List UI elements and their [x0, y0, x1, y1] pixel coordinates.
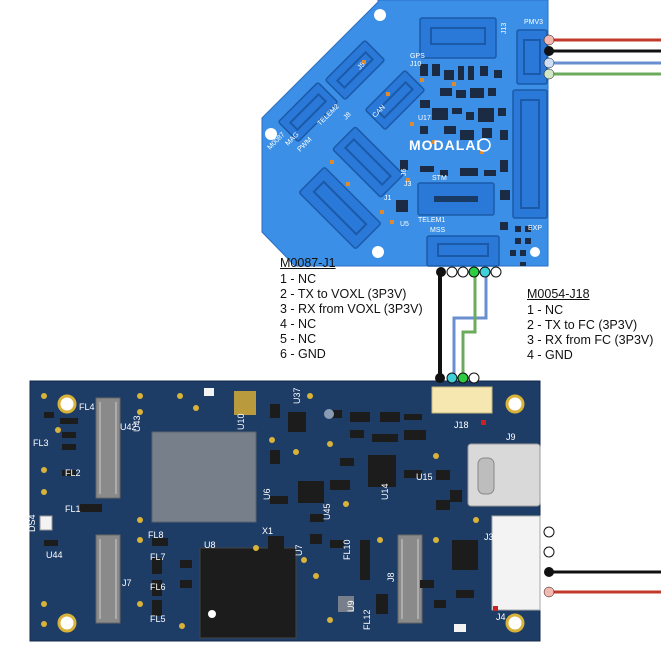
label-u8: U8: [204, 540, 216, 550]
j18-pin-row: [435, 372, 480, 384]
j1-pin-row: [436, 266, 502, 278]
pinout-line: 1 - NC: [527, 303, 564, 317]
label-u8-conn: J8: [386, 572, 396, 582]
pinout-m0087-j1: M0087-J1 1 - NC 2 - TX to VOXL (3P3V) 3 …: [280, 256, 423, 362]
brand-mark: [477, 138, 491, 152]
pinout-line: 6 - GND: [280, 347, 326, 361]
flight-controller-board: GPS J10 PMV3 EXP STM TELEM1 MSS U5 U17 J…: [261, 0, 555, 278]
connector-j4: [491, 515, 541, 611]
label-mss: MSS: [430, 227, 446, 234]
label-fl10: FL10: [342, 539, 352, 560]
label-u45: U45: [322, 503, 332, 520]
label-u7: U7: [294, 544, 304, 556]
label-fl5: FL5: [150, 614, 166, 624]
label-j7: J7: [122, 578, 132, 588]
label-fl7: FL7: [150, 552, 166, 562]
label-gps: GPS: [410, 53, 425, 60]
label-u43: U43: [132, 415, 142, 432]
label-fl4: FL4: [79, 402, 95, 412]
chip-u14: [368, 455, 396, 487]
label-u9: U9: [346, 600, 356, 612]
label-j1: J1: [384, 195, 392, 202]
label-j18: J18: [454, 420, 469, 430]
mount-hole: [505, 613, 525, 633]
pinout-m0054-j18: M0054-J18 1 - NC 2 - TX to FC (3P3V) 3 -…: [527, 287, 653, 363]
label-ds4: DS4: [27, 514, 37, 532]
pinout-line: 1 - NC: [280, 272, 317, 286]
mount-hole: [374, 9, 386, 21]
label-fl6: FL6: [150, 582, 166, 592]
chip-u42-soc: [151, 431, 257, 523]
label-fl1: FL1: [65, 504, 81, 514]
label-j4: J4: [496, 612, 506, 622]
mount-hole: [530, 247, 540, 257]
label-j3: J3: [484, 532, 494, 542]
label-u14: U14: [380, 483, 390, 500]
label-u44: U44: [46, 550, 63, 560]
label-u15: U15: [416, 472, 433, 482]
chip-u5: [396, 200, 408, 212]
chip-x1: [268, 536, 284, 552]
mount-hole: [57, 613, 77, 633]
wires: [438, 38, 661, 594]
chip-u9: [338, 596, 354, 612]
connector-m0087-j1: [299, 167, 381, 249]
wire-blue-harness: [452, 272, 488, 378]
label-pmv3: PMV3: [524, 19, 543, 26]
pinout-header: M0087-J1: [280, 256, 336, 270]
label-fl2: FL2: [65, 468, 81, 478]
label-u6: U6: [262, 488, 272, 500]
connector-pmv3: [516, 29, 548, 85]
mount-hole: [505, 394, 525, 414]
j4-pin-column: [543, 526, 555, 598]
label-u17: U17: [418, 115, 431, 122]
label-u37: U37: [292, 387, 302, 404]
label-j9: J9: [506, 432, 516, 442]
mount-hole: [372, 246, 384, 258]
chip-u37: [288, 412, 306, 432]
pmv3-pin-column: [543, 34, 555, 80]
label-fl12: FL12: [362, 609, 372, 630]
pinout-line: 4 - GND: [527, 348, 573, 362]
connector-pwm: [332, 126, 404, 198]
label-x1: X1: [262, 526, 273, 536]
pinout-line: 2 - TX to VOXL (3P3V): [280, 287, 407, 301]
mount-hole: [57, 394, 77, 414]
label-u42: U42: [120, 422, 137, 432]
chip-u3: [452, 540, 478, 570]
label-j5: J5: [356, 61, 366, 71]
wire-green-harness: [461, 272, 477, 378]
label-exp: EXP: [528, 225, 542, 232]
pinout-line: 2 - TX to FC (3P3V): [527, 318, 638, 332]
mount-hole: [265, 128, 277, 140]
pinout-line: 5 - NC: [280, 332, 317, 346]
chip-u6: [298, 481, 324, 503]
label-u5: U5: [400, 221, 409, 228]
label-fl3: FL3: [33, 438, 49, 448]
label-fl8: FL8: [148, 530, 164, 540]
connector-exp: [512, 89, 548, 219]
label-u10: U10: [236, 413, 246, 430]
label-telem1: TELEM1: [418, 217, 445, 224]
led-ds4: [39, 515, 53, 531]
chip-u8: [199, 547, 297, 639]
brand-logo: MODALAI: [409, 137, 481, 153]
label-j10: J10: [410, 61, 421, 68]
label-j8: J8: [342, 111, 352, 121]
pinout-line: 3 - RX from VOXL (3P3V): [280, 302, 423, 316]
pinout-line: 4 - NC: [280, 317, 317, 331]
label-stm: STM: [432, 175, 447, 182]
pinout-line: 3 - RX from FC (3P3V): [527, 333, 654, 347]
pinout-header: M0054-J18: [527, 287, 590, 301]
label-j6: J6: [401, 169, 408, 177]
chip-u10: [234, 391, 256, 415]
stm-pins: [434, 196, 478, 202]
main-board: FL4 FL3 FL2 FL1 U44 U42 J7 FL8 FL7 FL6 F…: [27, 372, 555, 642]
connector-j18: [431, 386, 493, 414]
label-j3: J3: [404, 181, 412, 188]
label-j13: J13: [501, 23, 508, 34]
